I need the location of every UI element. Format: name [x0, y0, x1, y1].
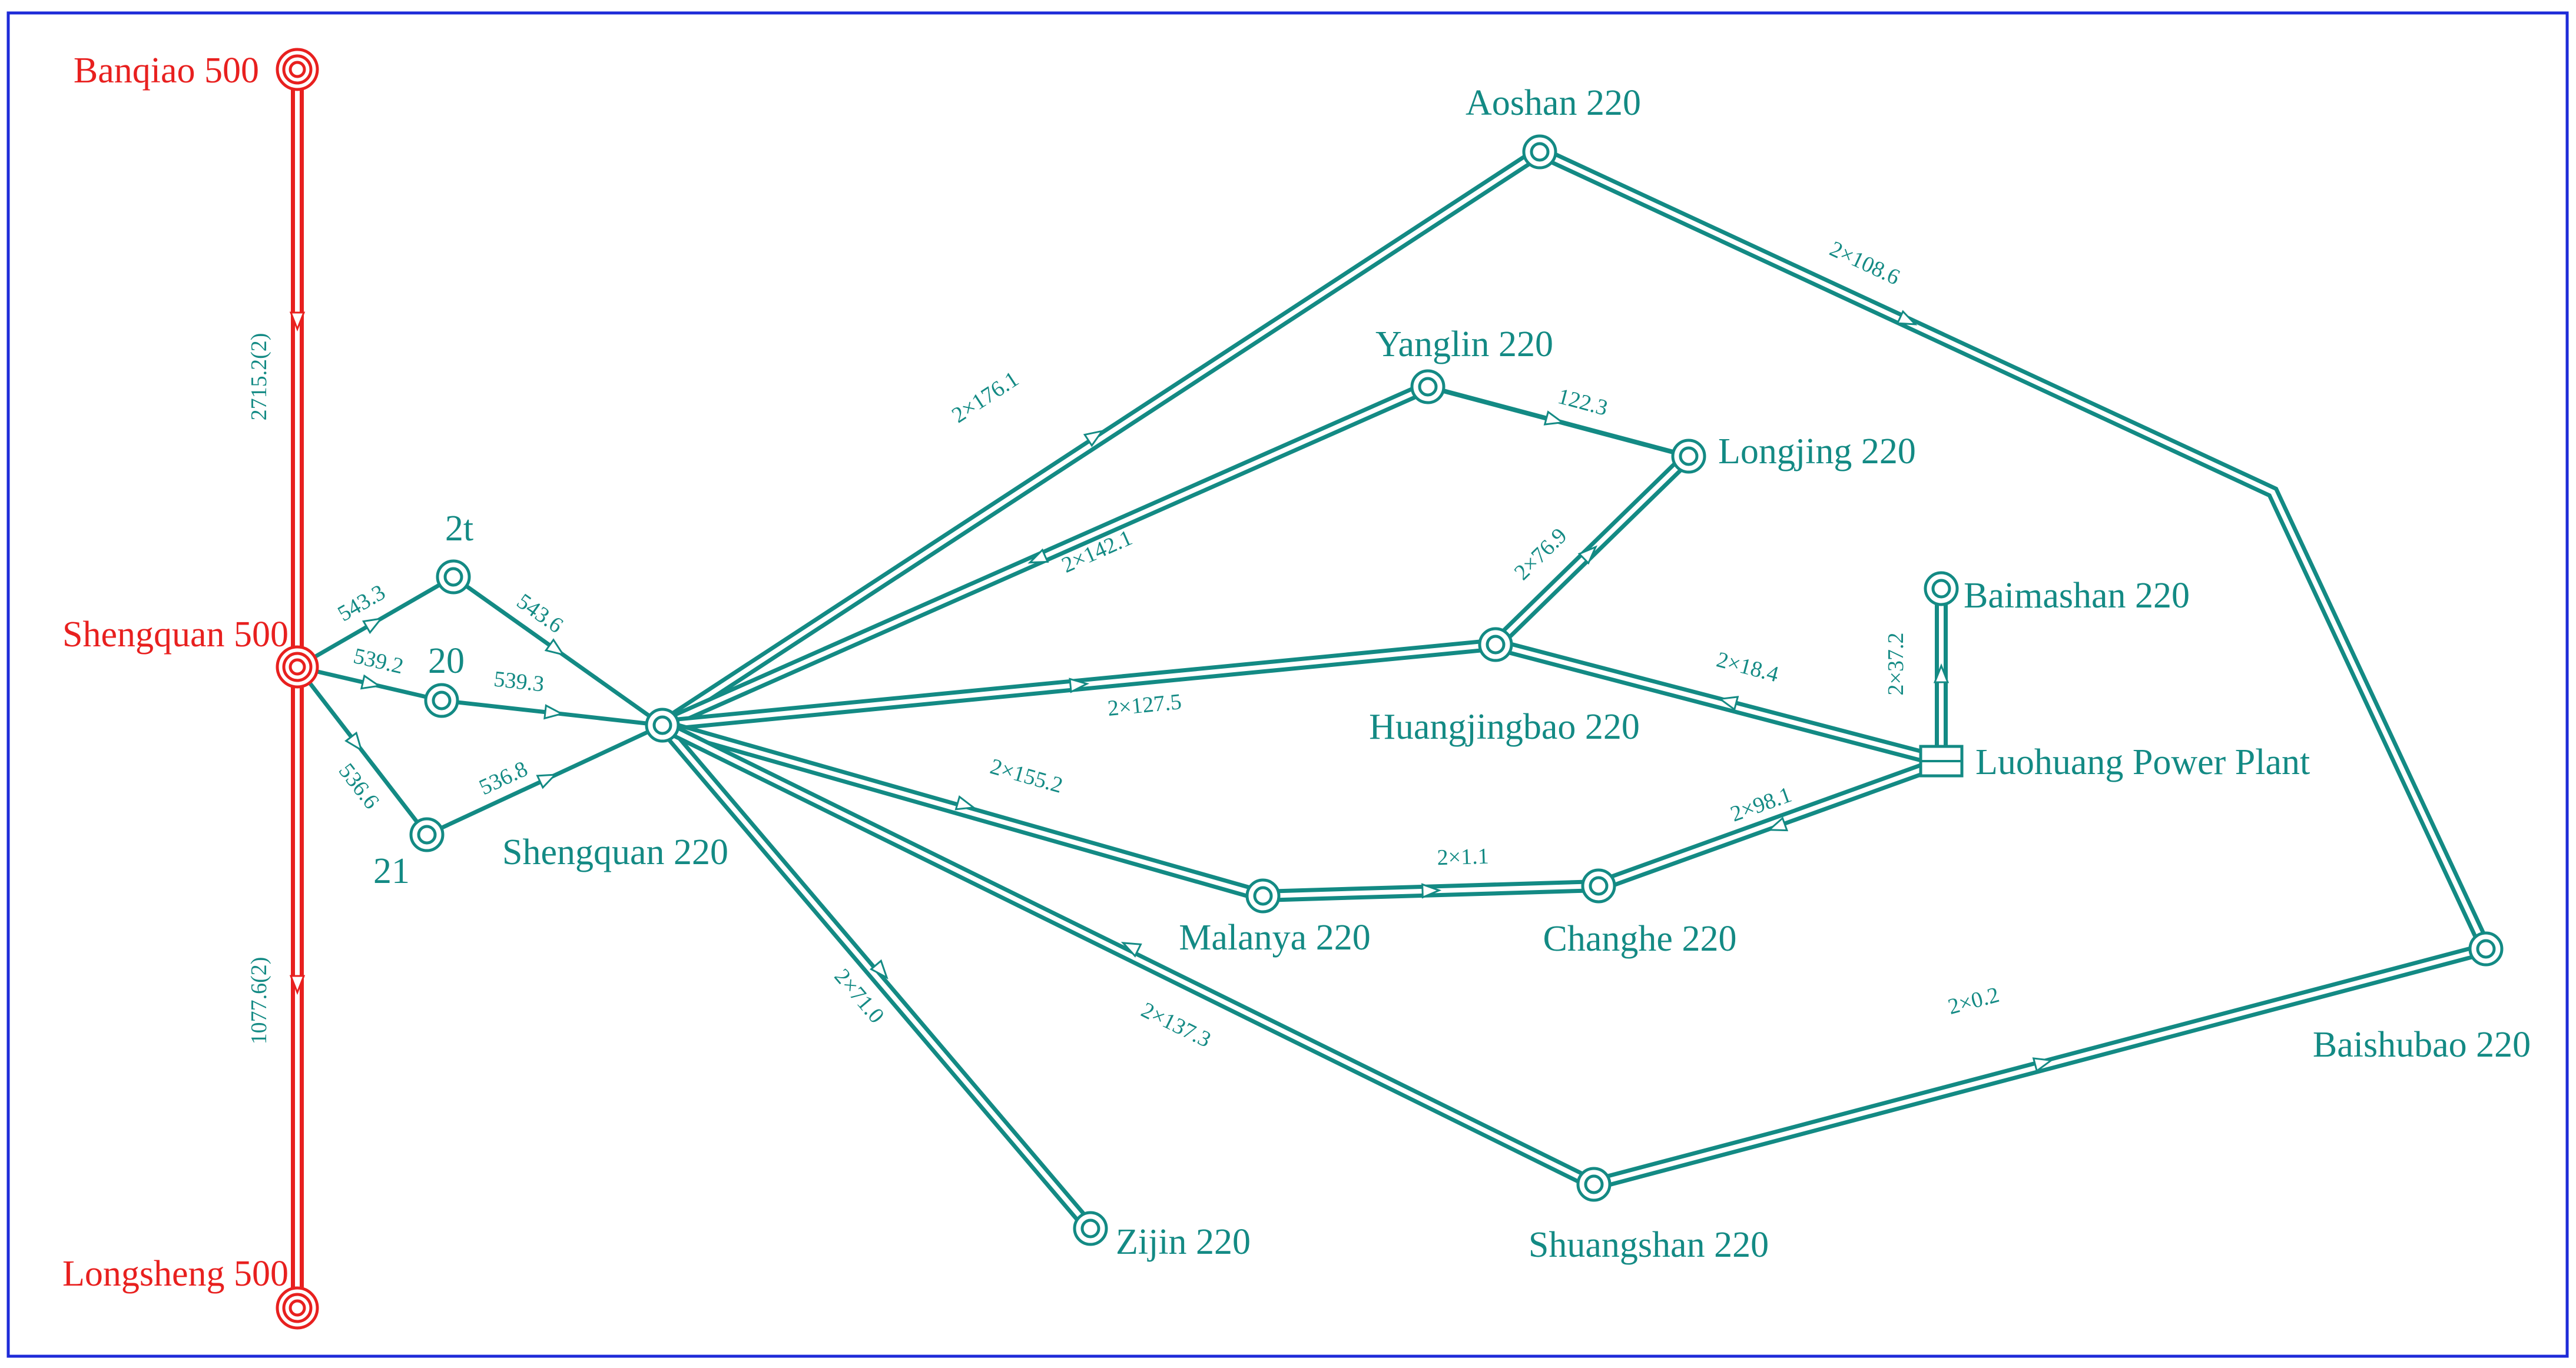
node-luohuang-power-plant[interactable] [1919, 745, 1964, 778]
line-2t-s220[interactable] [452, 575, 664, 727]
flow-label-s500-20: 539.2 [351, 643, 406, 679]
line-luohuang-baimashan[interactable] [1934, 589, 1949, 746]
flow-label-malanya-changhe: 2×1.1 [1437, 844, 1489, 871]
flow-label-s220-aoshan: 2×176.1 [947, 367, 1023, 428]
line-huangjingbao-longjing[interactable] [1491, 451, 1693, 649]
node-label-21: 21 [373, 851, 410, 891]
node-2t[interactable] [436, 559, 471, 595]
node-label-luohuang-power-plant: Luohuang Power Plant [1975, 742, 2310, 782]
node-shengquan-220[interactable] [645, 708, 680, 743]
node-label-huangjingbao: Huangjingbao 220 [1369, 707, 1640, 747]
node-label-shengquan-220: Shengquan 220 [502, 832, 728, 872]
flow-label-luohuang-huangjingbao: 2×18.4 [1714, 648, 1781, 688]
line-aoshan-baishubao[interactable] [1537, 146, 2492, 952]
line-shuangshan-baishubao[interactable] [1592, 942, 2488, 1191]
node-zijin[interactable] [1073, 1211, 1108, 1246]
line-yanglin-longjing[interactable] [1427, 384, 1690, 459]
node-20[interactable] [424, 683, 459, 718]
line-luohuang-changhe[interactable] [1596, 762, 1928, 892]
node-baimashan[interactable] [1924, 571, 1959, 606]
node-shuangshan[interactable] [1576, 1167, 1612, 1202]
node-label-baimashan: Baimashan 220 [1964, 576, 2190, 616]
line-21-s220[interactable] [426, 723, 664, 837]
flow-label-s220-malanya: 2×155.2 [987, 754, 1066, 798]
node-longjing[interactable] [1671, 439, 1706, 474]
node-label-shengquan-500: Shengquan 500 [62, 615, 289, 655]
node-shengquan-500[interactable] [276, 645, 319, 689]
node-yanglin[interactable] [1410, 369, 1446, 404]
line-malanya-changhe[interactable] [1262, 879, 1599, 902]
node-label-aoshan: Aoshan 220 [1466, 83, 1641, 123]
flow-label-20-s220: 539.3 [493, 666, 546, 696]
node-label-20: 20 [428, 641, 465, 681]
flow-label-s220-huangjingbao: 2×127.5 [1106, 689, 1182, 721]
node-malanya[interactable] [1245, 878, 1281, 914]
flow-label-aoshan-baishubao: 2×108.6 [1826, 237, 1904, 290]
flow-label-2t-s220: 543.6 [512, 589, 568, 638]
line-shengquan220-yanglin[interactable] [659, 380, 1431, 732]
line-shengquan220-zijin[interactable] [657, 720, 1096, 1233]
diagram-frame [6, 11, 2569, 1358]
line-shengquan-longsheng-500[interactable] [290, 667, 305, 1308]
node-banqiao-500[interactable] [276, 48, 319, 91]
flow-label-banqiao-shengquan: 2715.2(2) [247, 333, 271, 421]
line-s500-2t[interactable] [296, 575, 455, 669]
node-label-shuangshan: Shuangshan 220 [1529, 1225, 1769, 1265]
flow-label-s220-shuangshan: 2×137.3 [1138, 998, 1215, 1052]
flow-label-yanglin-longjing: 122.3 [1555, 384, 1610, 421]
flow-label-21-s220: 536.8 [475, 756, 531, 800]
node-label-baishubao: Baishubao 220 [2313, 1025, 2531, 1065]
line-shengquan220-shuangshan[interactable] [659, 719, 1597, 1190]
line-shengquan220-malanya[interactable] [660, 719, 1265, 902]
node-label-longsheng-500: Longsheng 500 [62, 1254, 289, 1294]
line-shengquan220-aoshan[interactable] [658, 146, 1544, 731]
line-s500-20[interactable] [297, 665, 442, 703]
node-label-banqiao-500: Banqiao 500 [74, 51, 259, 91]
node-label-zijin: Zijin 220 [1116, 1222, 1251, 1262]
node-label-yanglin: Yanglin 220 [1375, 324, 1553, 364]
node-changhe[interactable] [1581, 868, 1616, 904]
line-banqiao-shengquan-500[interactable] [290, 72, 305, 667]
node-21[interactable] [409, 817, 445, 852]
node-label-changhe: Changhe 220 [1543, 919, 1737, 959]
node-baishubao[interactable] [2468, 931, 2504, 967]
node-longsheng-500[interactable] [276, 1286, 319, 1330]
line-20-s220[interactable] [441, 698, 663, 728]
line-s500-21[interactable] [296, 665, 429, 836]
line-shengquan220-huangjingbao[interactable] [661, 638, 1497, 732]
line-luohuang-huangjingbao[interactable] [1494, 638, 1943, 768]
node-label-longjing: Longjing 220 [1718, 431, 1916, 472]
flow-label-luohuang-baimashan: 2×37.2 [1884, 633, 1908, 696]
flow-label-shuangshan-baishubao: 2×0.2 [1945, 982, 2002, 1020]
node-label-2t: 2t [445, 509, 473, 549]
node-aoshan[interactable] [1522, 134, 1557, 170]
flow-label-shengquan-longsheng: 1077.6(2) [247, 957, 271, 1045]
node-label-malanya: Malanya 220 [1179, 918, 1370, 958]
node-huangjingbao[interactable] [1478, 627, 1513, 662]
